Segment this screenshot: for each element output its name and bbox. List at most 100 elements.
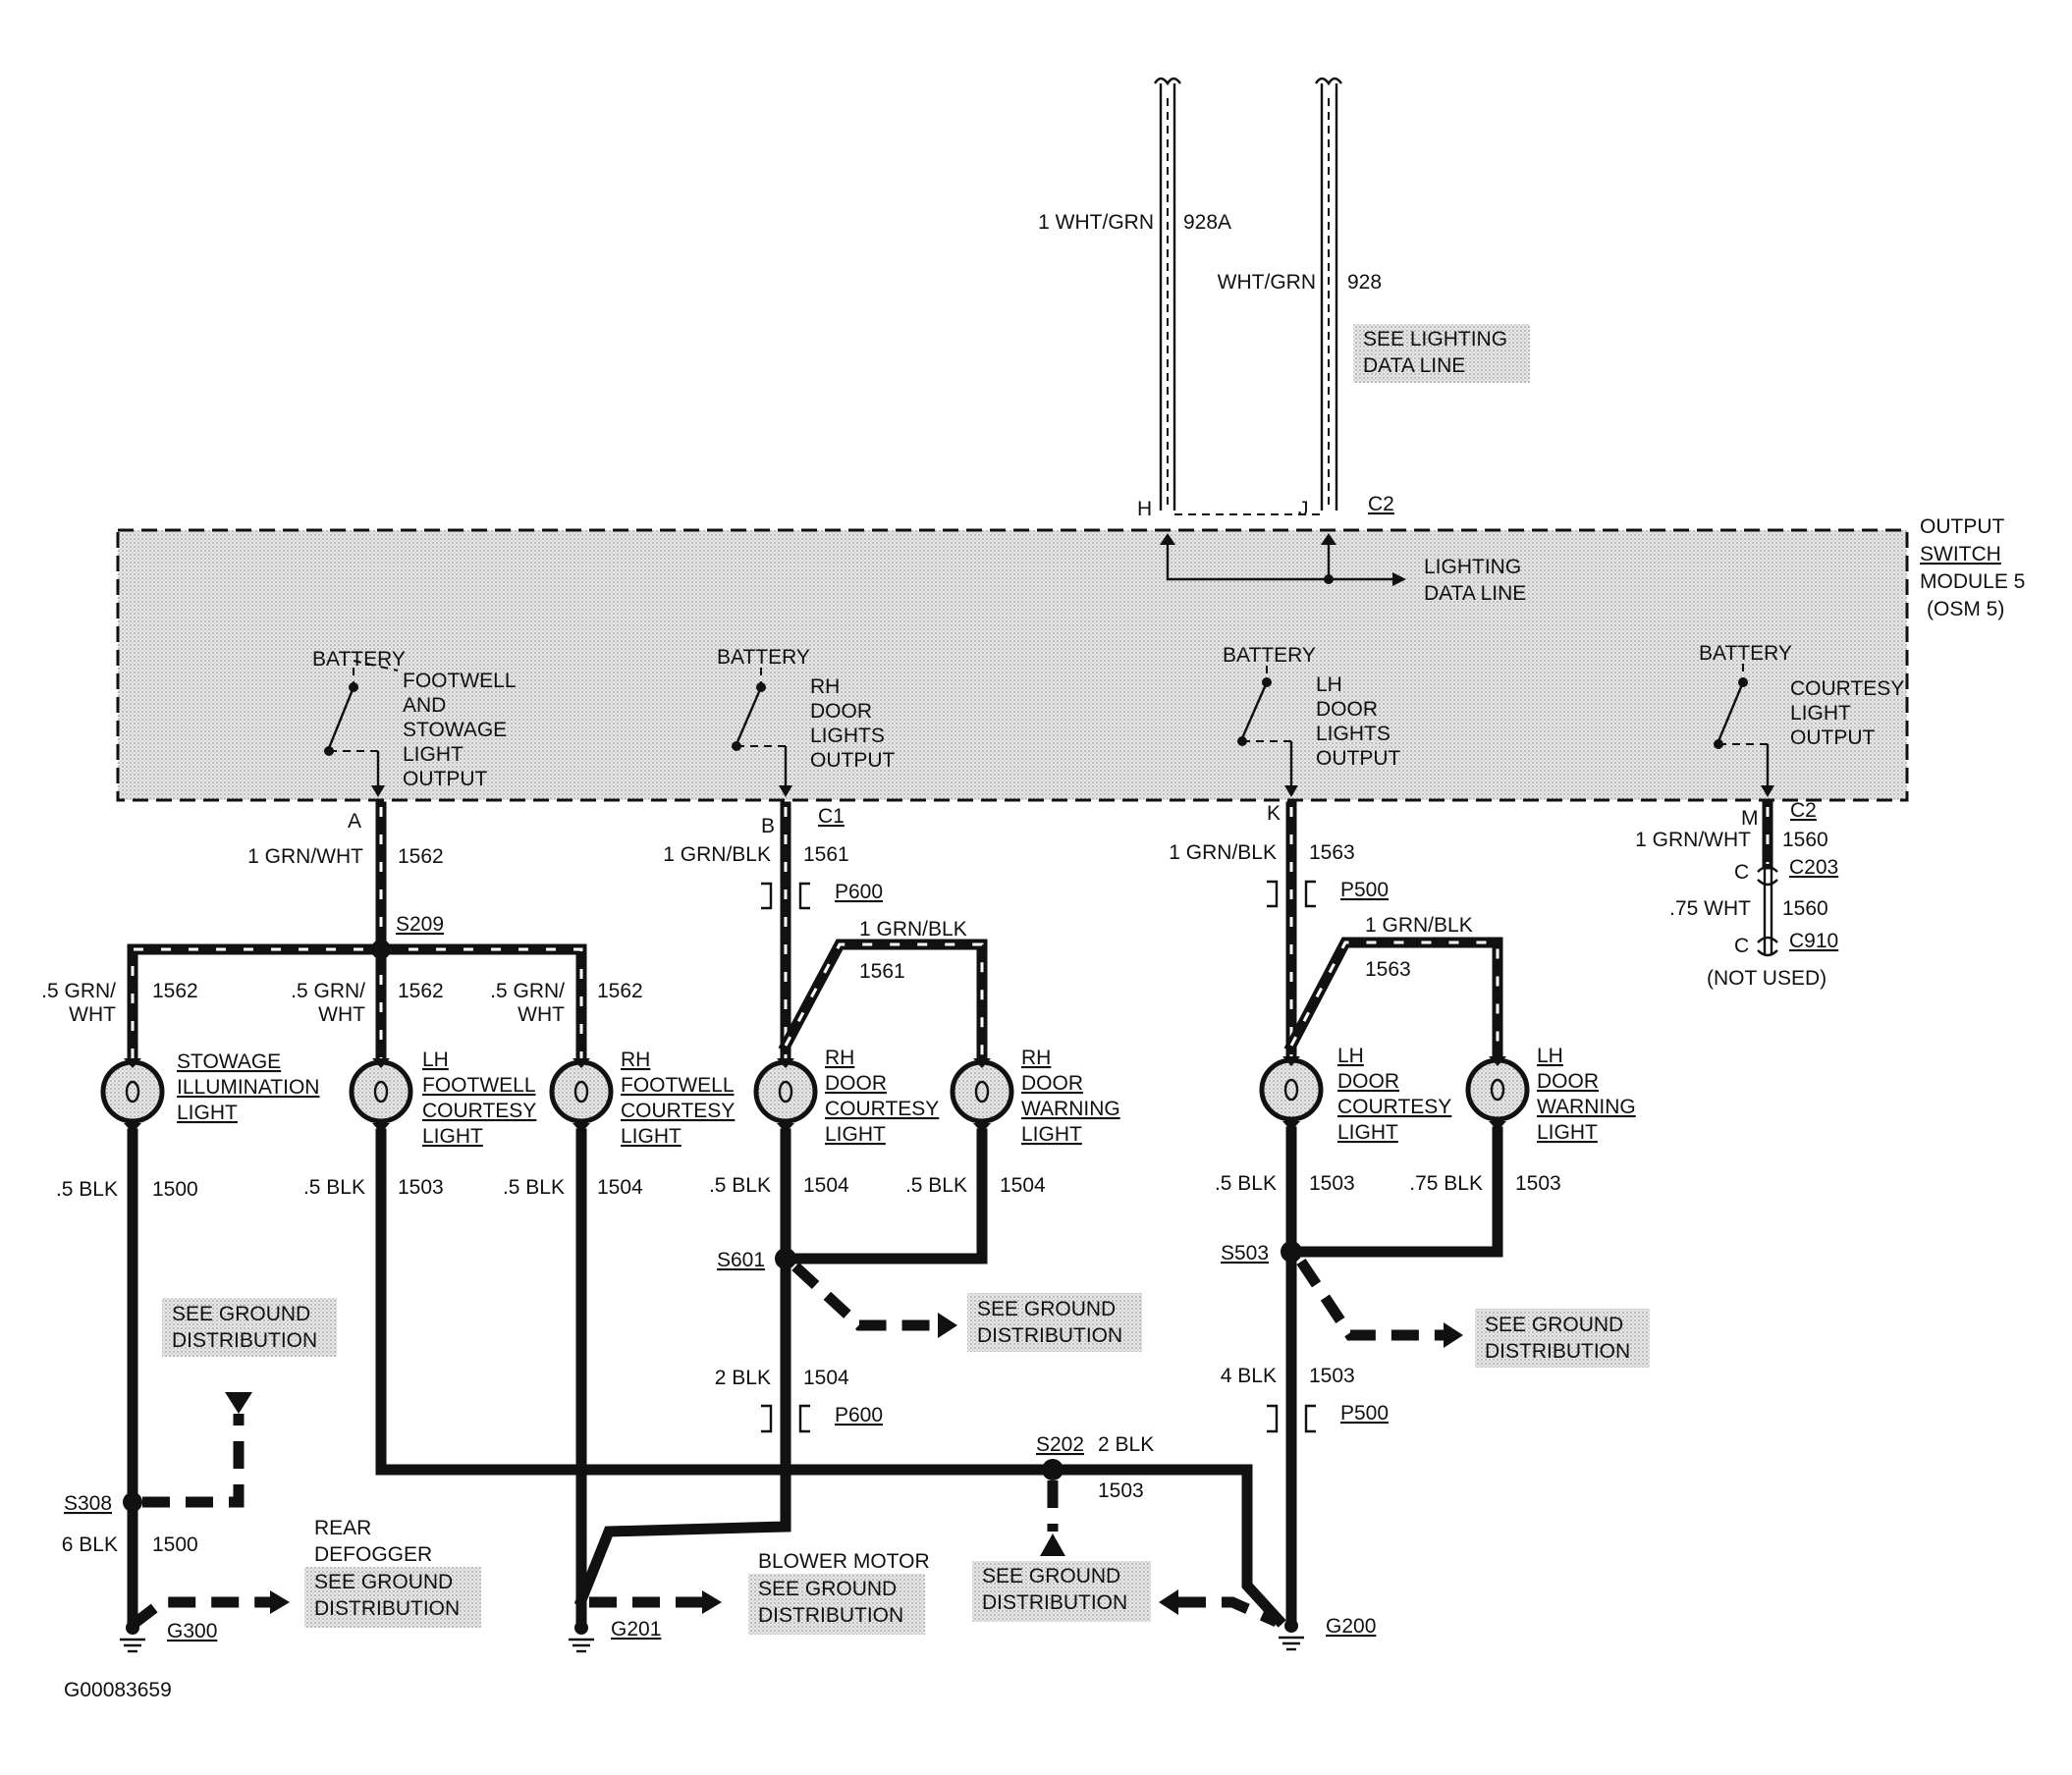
ground-wires: .5 BLK 1500 S308 6 BLK 1500 .5 BLK 1503 … — [56, 1126, 1561, 1631]
note-box-left — [162, 1298, 337, 1357]
switch-footwell-stowage-output: BATTERY FOOTWELL AND STOWAGE LIGHT OUTPU… — [312, 648, 517, 797]
note-blower-1: SEE GROUND — [758, 1578, 897, 1600]
lamps: STOWAGE ILLUMINATION LIGHT LH FOOTWELL C… — [100, 1045, 1636, 1148]
feed-wires: S209 1 GRN/WHT 1562 .5 GRN/ WHT 1562 .5 … — [41, 801, 1838, 1064]
lower-connectors: P600 P500 — [761, 1402, 1389, 1433]
module-data-line-1: LIGHTING — [1424, 556, 1521, 578]
s601-down-gauge: 2 BLK — [715, 1367, 771, 1389]
note-left-1: SEE GROUND — [172, 1303, 310, 1325]
output-label-1: FOOTWELL — [403, 670, 517, 692]
rh-door-courtesy-light: RH DOOR COURTESY LIGHT — [753, 1047, 939, 1146]
lamp-label-2: FOOTWELL — [422, 1074, 536, 1097]
stow-out-gauge: .5 BLK — [56, 1178, 118, 1201]
lhfw-out-gauge: .5 BLK — [303, 1176, 365, 1199]
top-wires: 1 WHT/GRN 928A WHT/GRN 928 SEE LIGHTING … — [1038, 77, 1530, 515]
wire-928a-label: 1 WHT/GRN — [1038, 211, 1154, 234]
lamp-label-1: RH — [621, 1049, 650, 1071]
module-label-2: SWITCH — [1920, 543, 2001, 565]
lamp-label-1: LH — [422, 1049, 449, 1071]
rh-door-warning-light: RH DOOR WARNING LIGHT — [950, 1047, 1120, 1146]
lamp-label-3: WARNING — [1537, 1096, 1636, 1118]
rhdw-in-gauge: 1 GRN/BLK — [859, 918, 967, 941]
figure-id: G00083659 — [64, 1679, 172, 1701]
grounds: G300 G201 G200 — [120, 1615, 1376, 1653]
rear-defogger-title-2: DEFOGGER — [314, 1543, 432, 1566]
rhfw-out-circuit: 1504 — [597, 1176, 643, 1199]
lamp-label-2: DOOR — [1537, 1070, 1599, 1093]
module-label-1: OUTPUT — [1920, 515, 2005, 538]
s308-down-circuit: 1500 — [152, 1533, 198, 1556]
top-connector-c2: C2 — [1368, 493, 1394, 515]
connector-p500-lower: P500 — [1340, 1402, 1389, 1425]
note-s601-2: DISTRIBUTION — [977, 1324, 1122, 1347]
lamp-label-4: LIGHT — [621, 1125, 682, 1148]
lamp-label-4: LIGHT — [1337, 1121, 1398, 1144]
lamp-label-1: LH — [1537, 1045, 1563, 1067]
rh-footwell-courtesy-light: RH FOOTWELL COURTESY LIGHT — [549, 1049, 735, 1148]
output-label-4: OUTPUT — [1316, 747, 1401, 770]
note-box-s503 — [1475, 1309, 1650, 1368]
output-label-3: LIGHTS — [810, 725, 885, 747]
lhfw-in-gauge-2: WHT — [318, 1003, 365, 1026]
note-s503-1: SEE GROUND — [1485, 1314, 1623, 1336]
module-label-3: MODULE 5 — [1920, 570, 2025, 593]
lamp-label-3: COURTESY — [825, 1098, 939, 1120]
lighting-note-line2: DATA LINE — [1363, 354, 1465, 377]
rhdw-in-circuit: 1561 — [859, 960, 905, 983]
not-used-label: (NOT USED) — [1707, 967, 1827, 990]
output-label-3: LIGHTS — [1316, 723, 1390, 745]
output-label-3: OUTPUT — [1790, 726, 1876, 749]
wire-k-gauge: 1 GRN/BLK — [1169, 841, 1277, 864]
note-defogger-1: SEE GROUND — [314, 1571, 453, 1593]
wire-a-gauge: 1 GRN/WHT — [247, 845, 363, 868]
stow-in-gauge-1: .5 GRN/ — [41, 980, 116, 1002]
lamp-label-4: LIGHT — [825, 1123, 886, 1146]
lamp-label-1: LH — [1337, 1045, 1364, 1067]
wire-m-lower-circuit: 1560 — [1782, 897, 1828, 920]
lhdw-out-gauge: .75 BLK — [1409, 1172, 1483, 1195]
output-label-3: STOWAGE — [403, 719, 507, 741]
note-box-blower — [748, 1574, 925, 1635]
pin-a: A — [348, 810, 361, 833]
switch-courtesy-light-output: BATTERY COURTESY LIGHT OUTPUT — [1699, 642, 1904, 797]
wire-928a-circuit: 928A — [1183, 211, 1231, 234]
lamp-label-3: COURTESY — [422, 1100, 536, 1122]
battery-label: BATTERY — [1223, 644, 1316, 667]
wire-m-circuit: 1560 — [1782, 829, 1828, 851]
ground-g201-label: G201 — [611, 1618, 661, 1641]
lamp-label-2: DOOR — [1337, 1070, 1399, 1093]
output-label-1: RH — [810, 675, 840, 698]
blower-title: BLOWER MOTOR — [758, 1550, 930, 1573]
wire-b-circuit: 1561 — [803, 843, 849, 866]
wire-m-lower-gauge: .75 WHT — [1669, 897, 1751, 920]
note-center-1: SEE GROUND — [982, 1565, 1120, 1587]
pin-c-910: C — [1734, 935, 1749, 957]
lhdw-out-circuit: 1503 — [1515, 1172, 1561, 1195]
lh-door-courtesy-light: LH DOOR COURTESY LIGHT — [1259, 1045, 1451, 1144]
lhdw-in-gauge: 1 GRN/BLK — [1365, 914, 1473, 937]
rhfw-in-circuit: 1562 — [597, 980, 643, 1002]
lamp-label-2: DOOR — [1021, 1072, 1083, 1095]
s601-down-circuit: 1504 — [803, 1367, 849, 1389]
wire-a-circuit: 1562 — [398, 845, 444, 868]
note-s601-1: SEE GROUND — [977, 1298, 1116, 1320]
switch-rh-door-output: BATTERY RH DOOR LIGHTS OUTPUT — [717, 646, 896, 797]
s202-right-circuit: 1503 — [1098, 1479, 1144, 1502]
lamp-label-3: COURTESY — [1337, 1096, 1451, 1118]
output-label-1: COURTESY — [1790, 677, 1904, 700]
connector-c1: C1 — [818, 805, 845, 828]
lighting-note-box — [1353, 324, 1530, 383]
connector-p600-upper: P600 — [835, 881, 883, 903]
lamp-label-2: FOOTWELL — [621, 1074, 735, 1097]
stowage-illumination-light: STOWAGE ILLUMINATION LIGHT — [100, 1050, 319, 1133]
note-defogger-2: DISTRIBUTION — [314, 1597, 460, 1620]
connector-p500-upper: P500 — [1340, 879, 1389, 901]
s503-down-circuit: 1503 — [1309, 1365, 1355, 1387]
rear-defogger-title-1: REAR — [314, 1517, 371, 1539]
module-data-line-2: DATA LINE — [1424, 582, 1526, 605]
module-box — [116, 528, 1909, 802]
splice-s308: S308 — [64, 1492, 112, 1515]
output-label-4: LIGHT — [403, 743, 463, 766]
wire-928-circuit: 928 — [1347, 271, 1382, 294]
